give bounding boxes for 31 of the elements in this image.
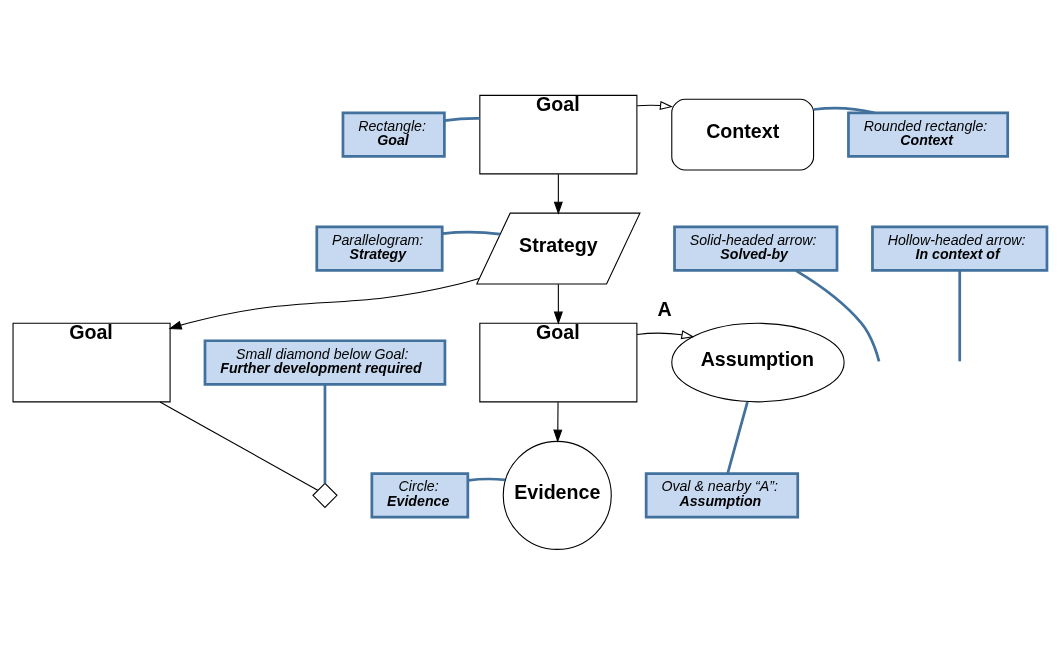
node-box: Rectangle: Goal bbox=[341, 111, 446, 158]
node-box: Small diamond below Goal: Further development required bbox=[203, 339, 447, 386]
connector bbox=[323, 384, 327, 484]
node-box: Goal bbox=[12, 322, 171, 403]
connector bbox=[813, 106, 875, 115]
arrow bbox=[636, 100, 674, 111]
node-box: Goal bbox=[479, 94, 638, 175]
node-diamond bbox=[312, 482, 338, 509]
node-box: Parallelogram: Strategy bbox=[315, 225, 444, 272]
arrow bbox=[636, 330, 695, 340]
node-label: A bbox=[657, 298, 672, 321]
arrow bbox=[553, 401, 563, 443]
arrow bbox=[553, 283, 563, 325]
connector bbox=[468, 477, 506, 482]
connector bbox=[795, 269, 881, 362]
connector bbox=[444, 116, 480, 123]
node-box: Rounded rectangle: Context bbox=[847, 111, 1010, 158]
node-box: Hollow-headed arrow: In context of bbox=[871, 225, 1049, 272]
connector bbox=[958, 270, 962, 362]
node-circle: Evidence bbox=[502, 440, 612, 550]
node-box: Context bbox=[671, 98, 815, 171]
node-box: Oval & nearby “A”: Assumption bbox=[644, 472, 800, 519]
arrow bbox=[168, 278, 480, 330]
connector bbox=[159, 401, 319, 491]
connector bbox=[442, 230, 501, 236]
connector bbox=[726, 401, 749, 474]
node-box: Circle: Evidence bbox=[370, 472, 470, 519]
node-box: Goal bbox=[479, 322, 638, 403]
node-ellipse: Assumption bbox=[671, 322, 845, 403]
arrow bbox=[553, 173, 563, 215]
node-box: Solid-headed arrow: Solved-by bbox=[673, 225, 839, 272]
